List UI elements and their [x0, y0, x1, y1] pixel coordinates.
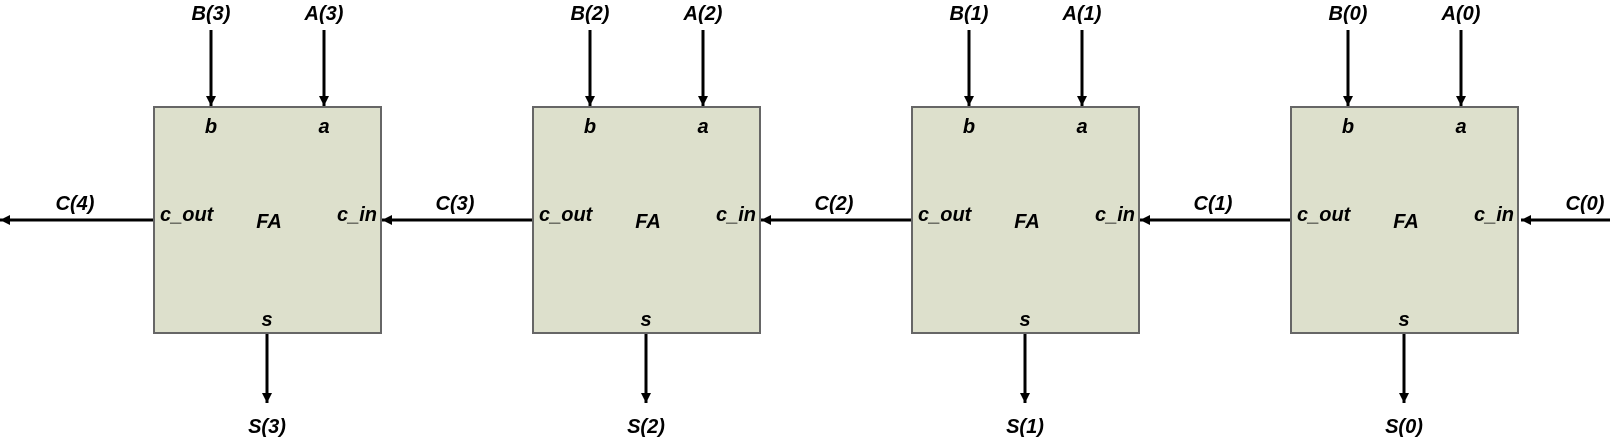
carry-out-label: C(2): [815, 193, 854, 215]
sum-output-label: S(0): [1385, 416, 1423, 438]
input-a-label: A(3): [304, 3, 344, 25]
input-a-label: A(1): [1062, 3, 1102, 25]
carry-out-label: C(3): [436, 193, 475, 215]
port-cin-label: c_in: [716, 204, 756, 226]
input-b-label: B(0): [1329, 3, 1368, 25]
port-cout-label: c_out: [539, 204, 594, 226]
port-s-label: s: [261, 309, 272, 331]
sum-output-label: S(2): [627, 416, 665, 438]
port-s-label: s: [640, 309, 651, 331]
full-adder-box: [153, 106, 382, 334]
block-name-label: FA: [635, 211, 661, 233]
port-cin-label: c_in: [1095, 204, 1135, 226]
block-name-label: FA: [256, 211, 282, 233]
input-a-label: A(2): [683, 3, 723, 25]
port-a-label: a: [1455, 116, 1466, 138]
port-b-label: b: [963, 116, 975, 138]
port-cin-label: c_in: [337, 204, 377, 226]
port-b-label: b: [205, 116, 217, 138]
carry-in-label: C(0): [1566, 193, 1605, 215]
port-s-label: s: [1398, 309, 1409, 331]
full-adder-block: B(1) A(1) b a c_out c_in FA sS(1) C(2): [761, 3, 1140, 438]
port-a-label: a: [1076, 116, 1087, 138]
port-b-label: b: [584, 116, 596, 138]
port-a-label: a: [318, 116, 329, 138]
input-b-label: B(3): [192, 3, 231, 25]
full-adder-box: [1290, 106, 1519, 334]
port-cout-label: c_out: [918, 204, 973, 226]
full-adder-block: B(2) A(2) b a c_out c_in FA sS(2) C(3): [382, 3, 761, 438]
input-b-label: B(2): [571, 3, 610, 25]
sum-output-label: S(3): [248, 416, 286, 438]
sum-output-label: S(1): [1006, 416, 1044, 438]
block-name-label: FA: [1393, 211, 1419, 233]
port-cout-label: c_out: [160, 204, 215, 226]
carry-out-label: C(1): [1194, 193, 1233, 215]
full-adder-box: [911, 106, 1140, 334]
input-a-label: A(0): [1441, 3, 1481, 25]
port-cout-label: c_out: [1297, 204, 1352, 226]
full-adder-box: [532, 106, 761, 334]
input-b-label: B(1): [950, 3, 989, 25]
port-b-label: b: [1342, 116, 1354, 138]
carry-out-label: C(4): [56, 193, 95, 215]
full-adder-block: B(0) A(0) b a c_out c_in FA sS(0) C(1): [1140, 3, 1519, 438]
port-a-label: a: [697, 116, 708, 138]
port-s-label: s: [1019, 309, 1030, 331]
block-name-label: FA: [1014, 211, 1040, 233]
port-cin-label: c_in: [1474, 204, 1514, 226]
full-adder-block: B(3) A(3) b a c_out c_in FA sS(3) C(4): [0, 3, 382, 438]
